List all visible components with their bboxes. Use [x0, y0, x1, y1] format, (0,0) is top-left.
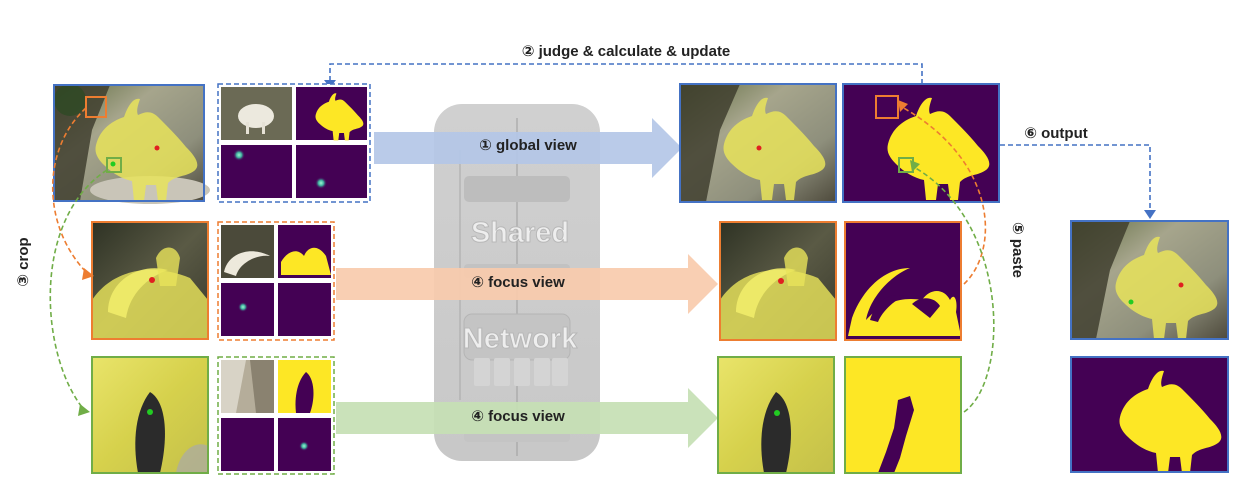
arrow-icon	[898, 100, 908, 112]
network-title-line2: Network	[463, 323, 578, 355]
global-output-image	[679, 83, 837, 203]
bounding-box-icon	[85, 96, 107, 118]
judge-update-loop: ② judge & calculate & update	[324, 43, 923, 88]
green-focus-crop	[91, 356, 209, 474]
click-point-icon	[1128, 299, 1134, 305]
focus-view-label-2: ④ focus view	[471, 408, 565, 425]
output-arrow: ⑥ output	[1000, 125, 1156, 219]
click-point-icon	[774, 410, 780, 416]
bounding-box-icon	[875, 95, 899, 119]
orange-focus-grid	[217, 221, 335, 341]
click-point-icon	[149, 277, 155, 283]
click-point-icon	[778, 278, 784, 284]
green-focus-output-mask	[844, 356, 962, 474]
bounding-box-icon	[106, 157, 122, 173]
green-focus-grid	[217, 356, 335, 475]
network-title-line1: Shared	[471, 217, 569, 249]
arrow-icon	[82, 268, 94, 280]
arrow-icon	[910, 160, 920, 172]
focus-view-label-1: ④ focus view	[471, 274, 565, 291]
green-focus-output-image	[717, 356, 835, 474]
judge-label: ② judge & calculate & update	[522, 43, 731, 60]
final-output-mask	[1070, 356, 1229, 473]
click-point-icon	[1178, 282, 1184, 288]
orange-focus-output-mask	[844, 221, 962, 341]
final-output-image	[1070, 220, 1229, 340]
paste-label: ⑤ paste	[1009, 222, 1026, 278]
focus-view-arrow-green: ④ focus view	[336, 388, 718, 448]
focus-view-arrow-orange: ④ focus view	[336, 254, 718, 314]
output-label: ⑥ output	[1024, 125, 1088, 142]
global-input-image	[53, 84, 210, 204]
global-input-grid	[217, 83, 371, 203]
orange-focus-output-image	[719, 221, 837, 341]
orange-focus-crop	[91, 221, 209, 340]
arrow-icon	[78, 404, 90, 416]
arrow-down-icon	[1144, 210, 1156, 219]
paste-arrows: ⑤ paste	[898, 100, 1026, 413]
global-view-arrow: ① global view	[374, 118, 682, 178]
global-view-label: ① global view	[479, 137, 577, 154]
global-output-mask	[842, 83, 1000, 203]
click-point-icon	[154, 145, 160, 151]
click-point-icon	[110, 161, 116, 167]
crop-arrows: ③ crop	[15, 107, 108, 416]
crop-label: ③ crop	[15, 237, 32, 286]
click-point-icon	[756, 145, 762, 151]
click-point-icon	[147, 409, 153, 415]
